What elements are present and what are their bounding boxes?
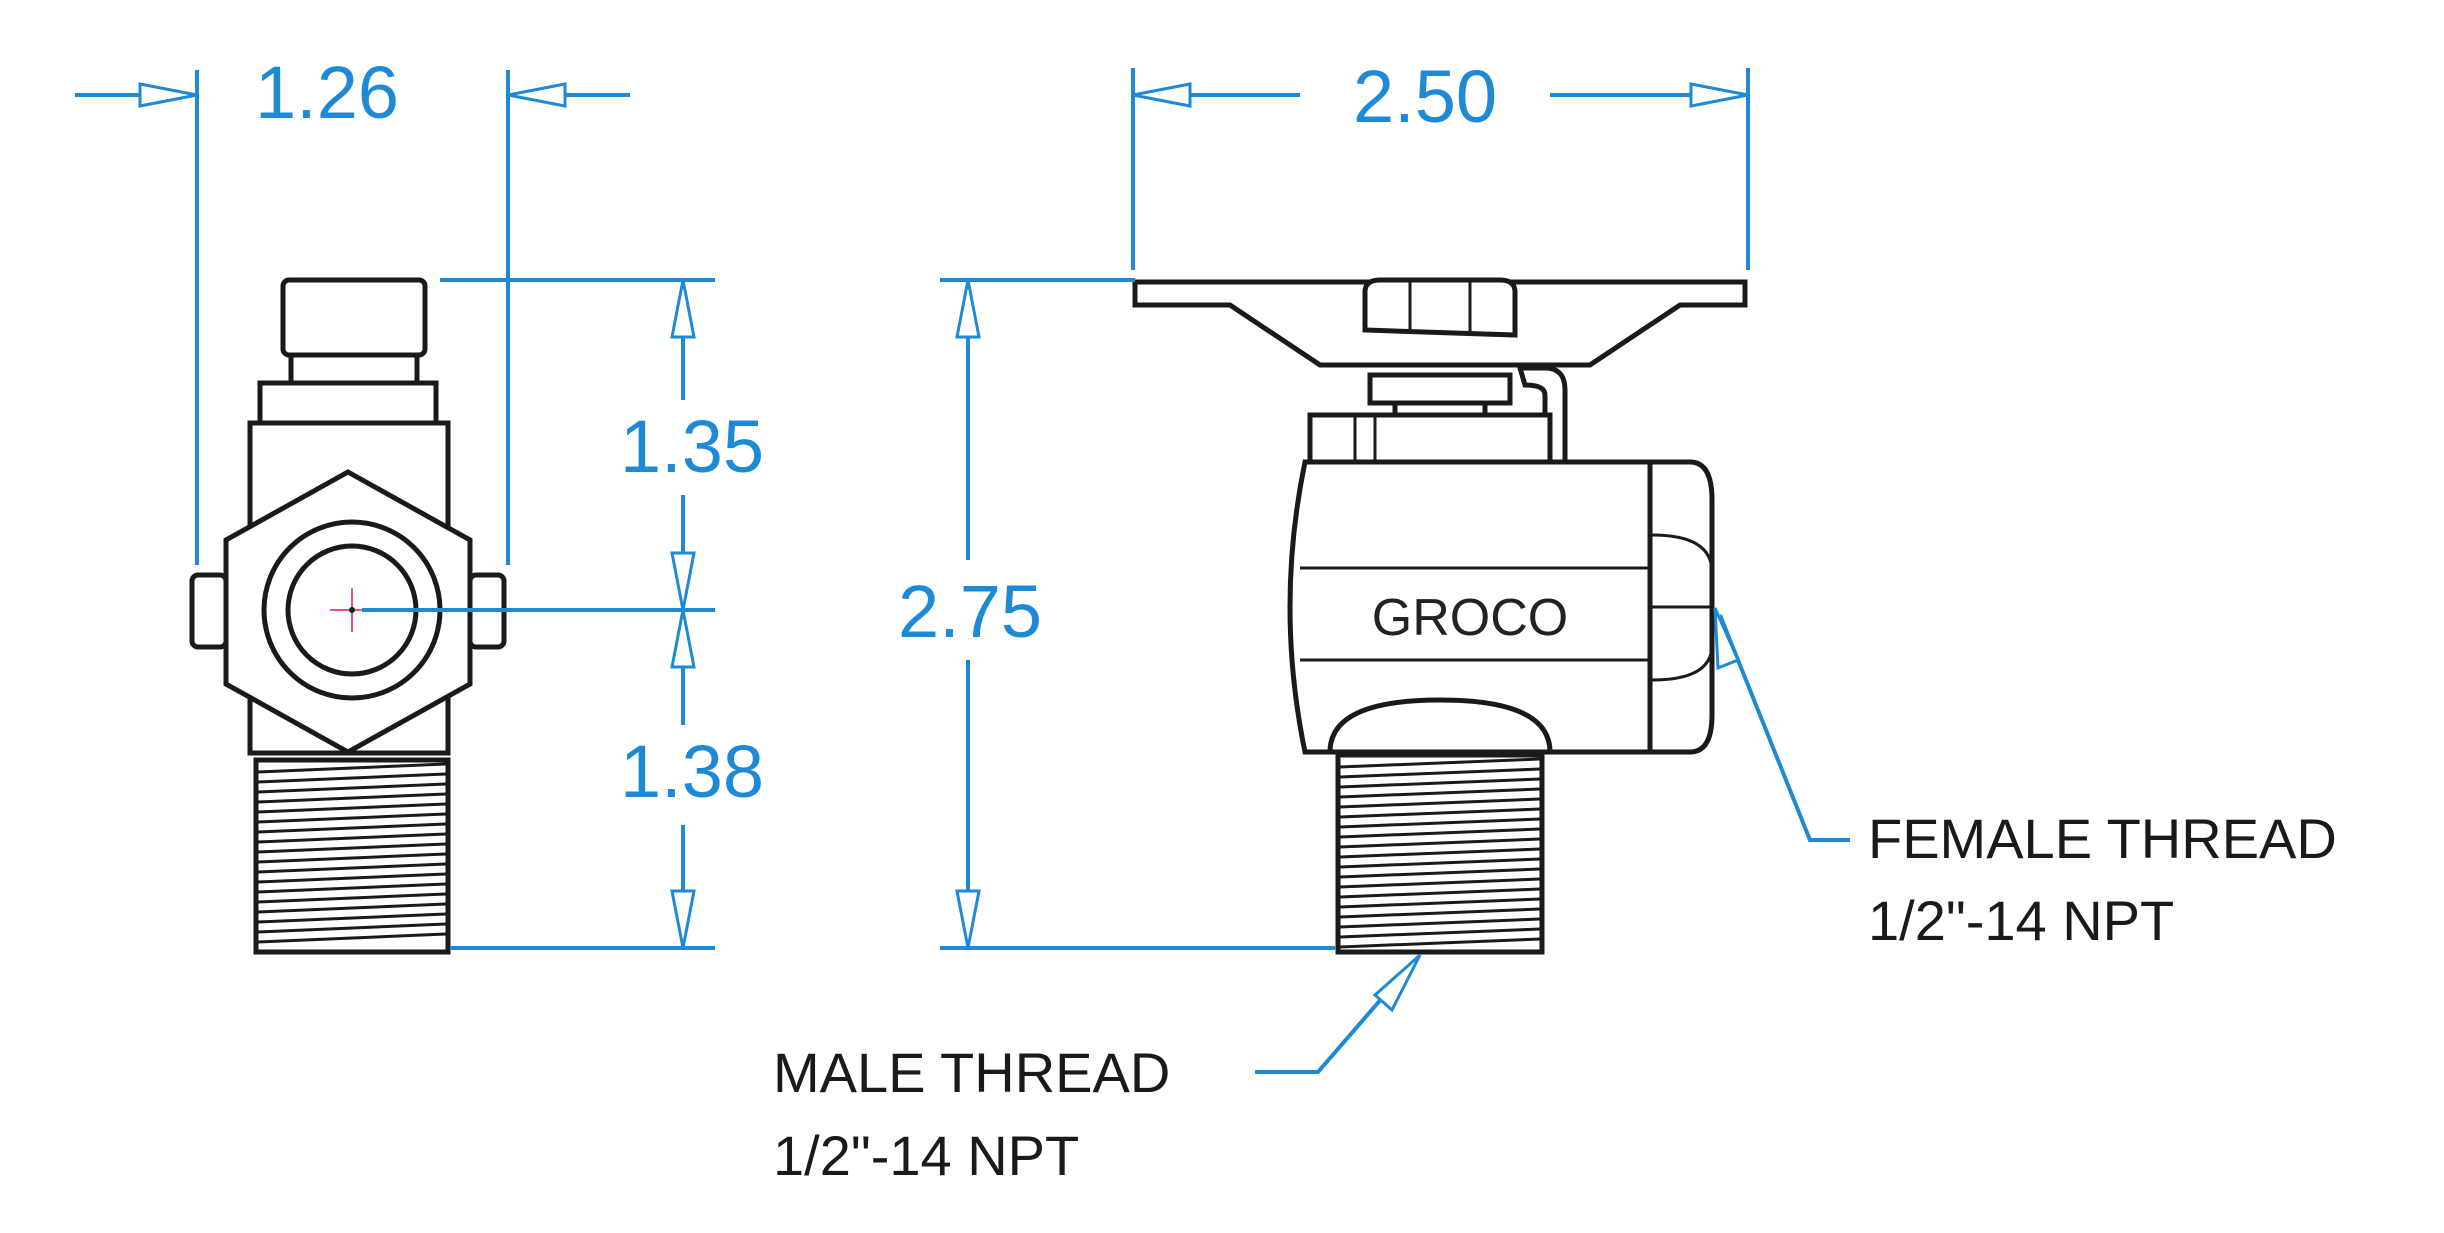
male-thread-title: MALE THREAD [773,1041,1170,1104]
thread-line [1339,817,1541,829]
side-view-handle-nut [1362,277,1518,338]
arrow-head [670,279,696,339]
thread-line [1339,877,1541,889]
thread-line [1339,757,1541,769]
thread-line [257,802,447,814]
thread-line [257,782,447,794]
female-thread-title: FEMALE THREAD [1868,807,2337,870]
side-view-thread-lines [1339,757,1541,949]
thread-line [257,852,447,864]
thread-line [257,922,447,934]
thread-line [257,762,447,774]
dim-label-2-75: 2.75 [898,570,1042,653]
thread-line [257,872,447,884]
side-view-hex-facet-2 [1651,644,1714,682]
arrow-head [1132,82,1192,108]
brand-label: GROCO [1372,589,1568,647]
dimension-2-75: 2.75 [898,278,1335,950]
side-view-body [1287,459,1653,755]
arrow-head [670,889,696,949]
dimension-1-35-1-38: 1.35 1.38 [362,278,764,950]
arrow-head [1713,607,1741,671]
side-view-boss [1327,697,1553,755]
arrow-head [955,889,981,949]
side-view-hex-facet-1 [1651,533,1714,573]
thread-line [1339,887,1541,899]
side-view-washer [1367,372,1513,406]
dimension-1-26: 1.26 [75,51,630,565]
arrow-head [138,82,198,108]
thread-line [257,932,447,944]
callout-female-thread: FEMALE THREAD 1/2"-14 NPT [1713,607,2337,952]
thread-line [1339,907,1541,919]
leader-line-female [1718,614,1850,842]
thread-line [257,862,447,874]
end-view-neck [257,380,439,426]
dim-label-1-26: 1.26 [255,51,399,134]
callout-male-thread: MALE THREAD 1/2"-14 NPT [773,953,1422,1187]
side-view: GROCO [1132,277,1748,955]
end-view-stem [288,352,420,386]
thread-line [1339,797,1541,809]
male-thread-spec: 1/2"-14 NPT [773,1124,1079,1187]
thread-line [1339,857,1541,869]
arrow-head [1689,82,1749,108]
thread-line [1339,807,1541,819]
thread-line [257,822,447,834]
arrow-head [1372,953,1422,1013]
thread-line [257,832,447,844]
thread-line [1339,767,1541,779]
end-view-thread-lines [257,762,447,944]
end-view [189,277,507,955]
thread-line [257,892,447,904]
thread-line [1339,827,1541,839]
arrow-head [670,551,696,611]
thread-line [257,902,447,914]
dimension-2-50: 2.50 [1131,55,1750,270]
thread-line [1339,777,1541,789]
thread-line [1339,927,1541,939]
end-view-center-dot [349,607,355,613]
thread-line [1339,787,1541,799]
end-view-left-lug [189,572,229,650]
end-view-cap [280,277,428,358]
thread-line [257,812,447,824]
thread-line [257,882,447,894]
thread-line [1339,847,1541,859]
arrow-head [507,82,567,108]
arrow-head [955,279,981,339]
dim-label-1-35: 1.35 [620,405,764,488]
arrow-head [670,609,696,669]
thread-line [257,912,447,924]
dim-label-1-38: 1.38 [620,730,764,813]
thread-line [1339,917,1541,929]
leader-line-male [1255,958,1417,1074]
thread-line [1339,867,1541,879]
thread-line [1339,837,1541,849]
dim-label-2-50: 2.50 [1353,55,1497,138]
thread-line [257,772,447,784]
thread-line [257,792,447,804]
thread-line [257,842,447,854]
female-thread-spec: 1/2"-14 NPT [1868,889,2174,952]
thread-line [1339,897,1541,909]
thread-line [1339,937,1541,949]
